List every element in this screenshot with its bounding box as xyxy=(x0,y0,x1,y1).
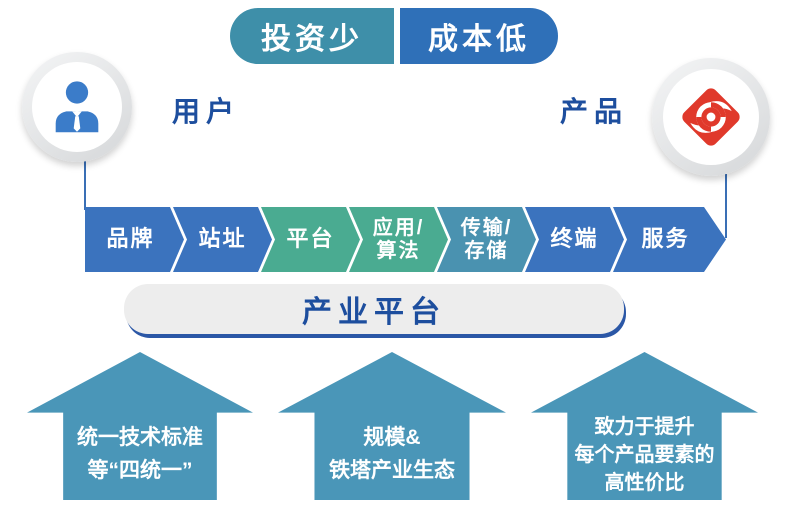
user-circle-inner xyxy=(32,62,122,152)
chain-segment-site: 站址 xyxy=(173,207,272,272)
china-tower-logo-icon xyxy=(682,88,740,146)
industry-platform-bar: 产业平台 xyxy=(124,284,624,334)
product-circle-inner xyxy=(663,69,759,165)
product-label: 产品 xyxy=(560,96,629,127)
chain-segment-transmission-storage: 传输/ 存储 xyxy=(437,207,536,272)
chain-segment-service: 服务 xyxy=(613,207,726,272)
chain-segment-brand: 品牌 xyxy=(85,207,184,272)
chain-segment-terminal: 终端 xyxy=(525,207,624,272)
user-connector-line xyxy=(84,160,86,210)
chain-segment-platform: 平台 xyxy=(261,207,360,272)
pill-low-investment: 投资少 xyxy=(230,8,394,64)
product-connector-line xyxy=(725,174,727,238)
user-circle xyxy=(22,52,132,162)
chain-segment-application-algorithm: 应用/ 算法 xyxy=(349,207,448,272)
user-person-icon xyxy=(55,81,99,133)
pill-low-cost: 成本低 xyxy=(400,8,558,64)
up-arrow-cost-performance: 致力于提升 每个产品要素的 高性价比 xyxy=(531,352,758,500)
user-label: 用户 xyxy=(172,96,241,127)
up-arrow-scale-ecosystem: 规模& 铁塔产业生态 xyxy=(278,352,506,500)
product-circle xyxy=(652,58,770,176)
up-arrow-unified-standards: 统一技术标准 等“四统一” xyxy=(27,352,253,500)
